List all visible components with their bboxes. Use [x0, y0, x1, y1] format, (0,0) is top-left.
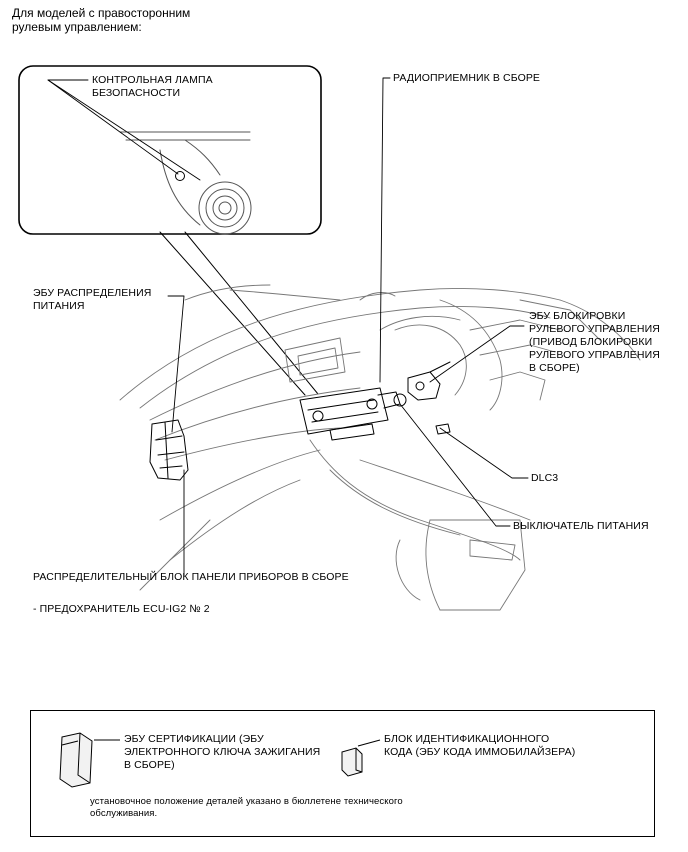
fuse-label: - ПРЕДОХРАНИТЕЛЬ ECU-IG2 № 2: [33, 603, 210, 615]
power-ecu-label: ЭБУ РАСПРЕДЕЛЕНИЯ ПИТАНИЯ: [33, 287, 152, 312]
dashboard-lines: [119, 284, 641, 611]
legend-note: установочное положение деталей указано в…: [90, 796, 403, 819]
certification-ecu-label: ЭБУ СЕРТИФИКАЦИИ (ЭБУ ЭЛЕКТРОННОГО КЛЮЧА…: [124, 733, 321, 771]
page-header: Для моделей с правосторонним рулевым упр…: [12, 6, 191, 34]
radio-receiver-label: РАДИОПРИЕМНИК В СБОРЕ: [393, 72, 541, 84]
id-code-box-icon: [341, 739, 381, 777]
power-switch-label: ВЫКЛЮЧАТЕЛЬ ПИТАНИЯ: [513, 520, 649, 532]
security-lamp-label: КОНТРОЛЬНАЯ ЛАМПА БЕЗОПАСНОСТИ: [92, 74, 213, 99]
radio-unit: [299, 387, 401, 441]
id-code-box-label: БЛОК ИДЕНТИФИКАЦИОННОГО КОДА (ЭБУ КОДА И…: [384, 733, 576, 758]
power-switch-shape: [393, 393, 407, 407]
leader-lines: [47, 77, 529, 577]
legend-box: [30, 710, 655, 837]
inset-zoom-line: [159, 231, 306, 396]
steering-lock-ecu-label: ЭБУ БЛОКИРОВКИ РУЛЕВОГО УПРАВЛЕНИЯ (ПРИВ…: [529, 310, 660, 374]
steering-lock-ecu-shape: [407, 361, 451, 401]
dlc3-shape: [435, 423, 451, 435]
junction-block-shape: [149, 419, 189, 481]
inset-frame: [18, 65, 322, 235]
inset-zoom-line: [184, 231, 319, 395]
inset-cluster-detail: [119, 131, 252, 235]
junction-block-label: РАСПРЕДЕЛИТЕЛЬНЫЙ БЛОК ПАНЕЛИ ПРИБОРОВ В…: [33, 571, 349, 583]
dlc3-label: DLC3: [531, 472, 559, 484]
certification-ecu-icon: [59, 732, 120, 788]
